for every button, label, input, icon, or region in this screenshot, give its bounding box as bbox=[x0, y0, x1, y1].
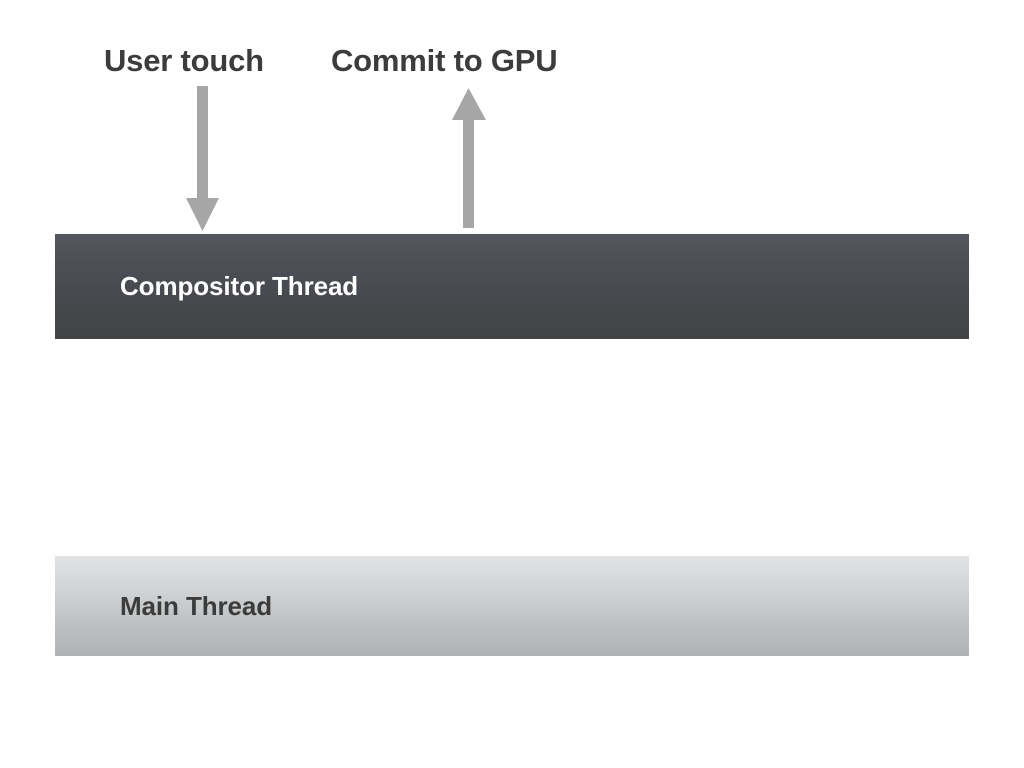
up-arrow-icon bbox=[452, 88, 486, 228]
thread-bar-label-main-thread: Main Thread bbox=[120, 590, 273, 621]
thread-bar-compositor-thread: Compositor Thread bbox=[55, 234, 969, 339]
annotation-label-commit-to-gpu: Commit to GPU bbox=[331, 43, 558, 78]
down-arrow-icon bbox=[186, 86, 219, 231]
annotation-label-user-touch: User touch bbox=[104, 43, 264, 78]
thread-bar-label-compositor-thread: Compositor Thread bbox=[120, 271, 359, 301]
thread-bar-main-thread: Main Thread bbox=[55, 556, 969, 656]
